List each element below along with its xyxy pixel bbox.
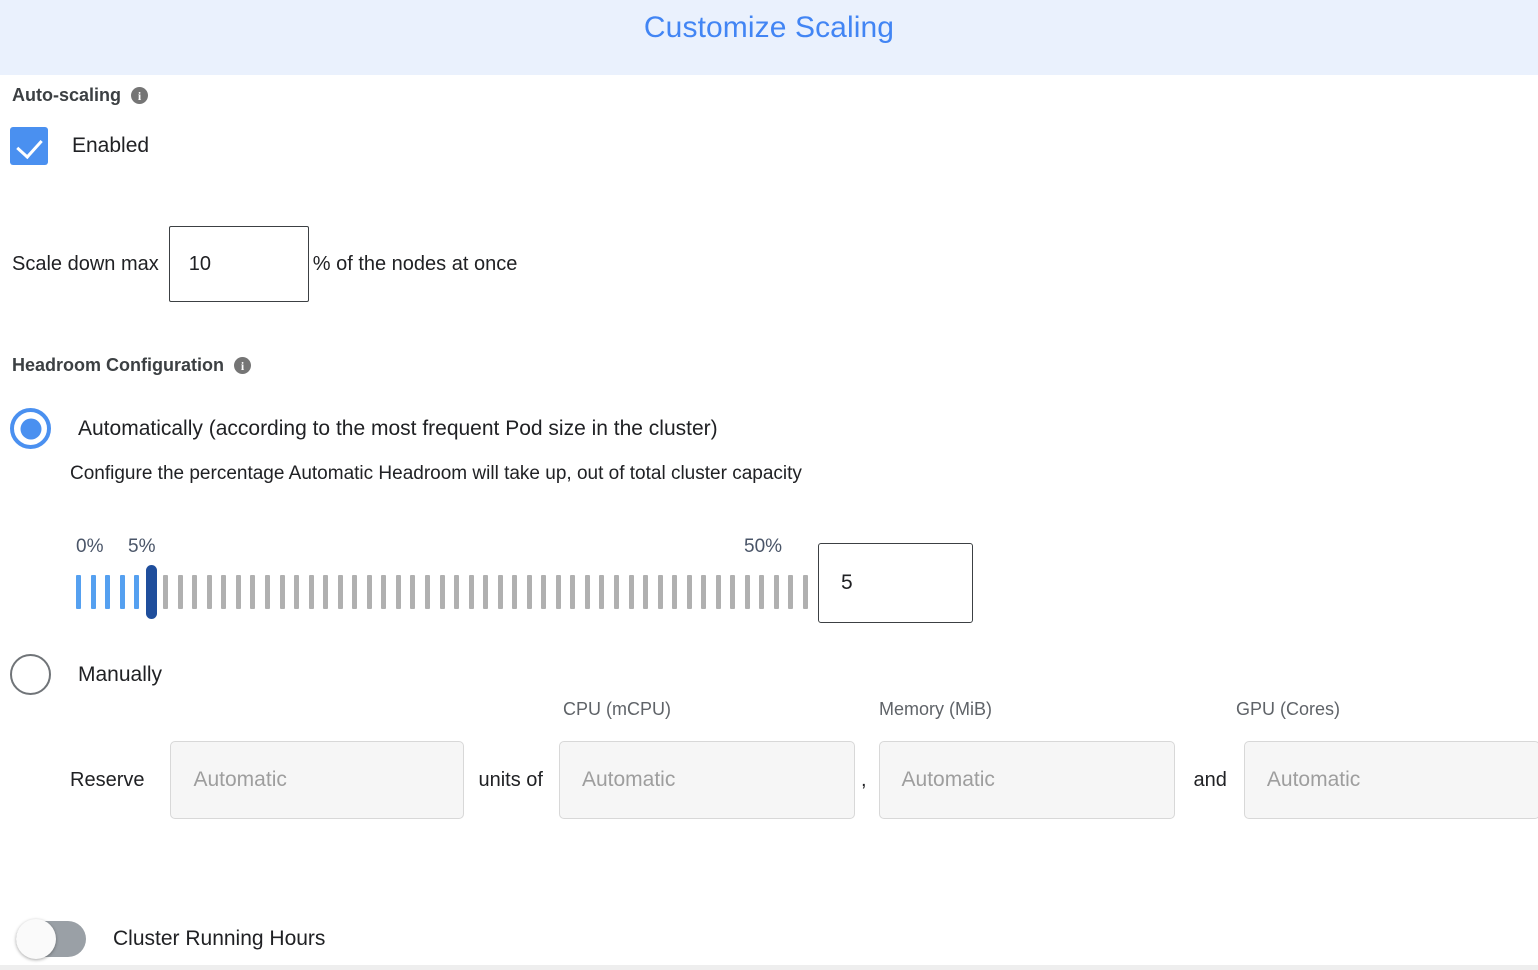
slider-tick[interactable] xyxy=(759,575,765,609)
cluster-running-hours-label: Cluster Running Hours xyxy=(113,927,326,950)
slider-tick[interactable] xyxy=(134,575,140,609)
slider-tick[interactable] xyxy=(672,575,678,609)
slider-tick[interactable] xyxy=(483,575,489,609)
slider-tick[interactable] xyxy=(221,575,227,609)
slider-tick[interactable] xyxy=(570,575,576,609)
slider-tick[interactable] xyxy=(439,575,445,609)
slider-tick[interactable] xyxy=(206,575,212,609)
comma-separator: , xyxy=(860,768,867,791)
info-icon[interactable]: i xyxy=(234,357,251,374)
enabled-checkbox[interactable] xyxy=(10,127,48,165)
slider-thumb[interactable] xyxy=(145,565,157,619)
slider-tick[interactable] xyxy=(163,575,169,609)
auto-scaling-enabled-row[interactable]: Enabled xyxy=(10,127,149,165)
slider-tick[interactable] xyxy=(803,575,808,609)
slider-tick[interactable] xyxy=(308,575,314,609)
reserve-units-input[interactable]: Automatic xyxy=(170,741,465,819)
slider-tick[interactable] xyxy=(599,575,605,609)
auto-scaling-section-heading: Auto-scaling i xyxy=(12,85,149,106)
slider-tick[interactable] xyxy=(395,575,401,609)
reserve-row: Reserve Automatic units of Automatic , A… xyxy=(70,741,1538,819)
slider-tick[interactable] xyxy=(352,575,358,609)
slider-tick[interactable] xyxy=(105,575,111,609)
slider-tick[interactable] xyxy=(613,575,619,609)
and-separator: and xyxy=(1193,768,1227,791)
slider-tick[interactable] xyxy=(686,575,692,609)
slider-tick[interactable] xyxy=(381,575,387,609)
reserve-memory-input[interactable]: Automatic xyxy=(878,741,1175,819)
slider-max-label: 50% xyxy=(744,536,783,557)
slider-tick[interactable] xyxy=(512,575,518,609)
slider-tick[interactable] xyxy=(454,575,460,609)
slider-tick[interactable] xyxy=(468,575,474,609)
auto-scaling-heading-label: Auto-scaling xyxy=(12,85,122,105)
slider-tick[interactable] xyxy=(250,575,256,609)
page-title: Customize Scaling xyxy=(643,11,895,44)
radio-automatic-label: Automatically (according to the most fre… xyxy=(78,416,718,440)
slider-tick[interactable] xyxy=(323,575,329,609)
slider-tick[interactable] xyxy=(366,575,372,609)
headroom-heading-label: Headroom Configuration xyxy=(12,355,224,375)
headroom-automatic-description: Configure the percentage Automatic Headr… xyxy=(70,463,802,484)
radio-automatic[interactable] xyxy=(10,408,51,449)
cluster-running-hours-row[interactable]: Cluster Running Hours xyxy=(16,919,326,959)
slider-tick[interactable] xyxy=(788,575,794,609)
scale-down-max-input[interactable]: 10 xyxy=(168,226,309,302)
scale-down-max-row: Scale down max 10 % of the nodes at once xyxy=(12,226,517,302)
slider-tick[interactable] xyxy=(643,575,649,609)
slider-track[interactable] xyxy=(76,565,808,619)
reserve-gpu-input[interactable]: Automatic xyxy=(1243,741,1538,819)
slider-tick[interactable] xyxy=(715,575,721,609)
slider-tick[interactable] xyxy=(177,575,183,609)
slider-scale-labels: 0% 5% 50% xyxy=(76,536,808,562)
headroom-percentage-input[interactable]: 5 xyxy=(818,543,973,623)
slider-tick[interactable] xyxy=(584,575,590,609)
slider-tick[interactable] xyxy=(265,575,271,609)
radio-manually-label: Manually xyxy=(78,662,163,686)
slider-tick[interactable] xyxy=(730,575,736,609)
slider-tick[interactable] xyxy=(526,575,532,609)
reserve-cpu-input[interactable]: Automatic xyxy=(558,741,855,819)
column-header-memory: Memory (MiB) xyxy=(879,699,992,719)
slider-tick[interactable] xyxy=(773,575,779,609)
headroom-option-automatic[interactable]: Automatically (according to the most fre… xyxy=(10,408,718,449)
slider-tick[interactable] xyxy=(90,575,96,609)
headroom-percentage-slider[interactable]: 0% 5% 50% xyxy=(76,536,808,626)
reserve-label: Reserve xyxy=(70,768,145,791)
slider-min-label: 0% xyxy=(76,536,104,557)
slider-tick[interactable] xyxy=(119,575,125,609)
slider-tick[interactable] xyxy=(744,575,750,609)
slider-current-label: 5% xyxy=(128,536,156,557)
dialog-header: Customize Scaling xyxy=(0,0,1538,75)
slider-tick[interactable] xyxy=(541,575,547,609)
toggle-knob xyxy=(16,919,56,959)
scale-down-max-suffix: % of the nodes at once xyxy=(312,252,518,275)
slider-tick[interactable] xyxy=(424,575,430,609)
column-header-cpu: CPU (mCPU) xyxy=(563,699,671,719)
cluster-running-hours-toggle[interactable] xyxy=(16,919,86,959)
headroom-option-manual[interactable]: Manually xyxy=(10,654,162,695)
slider-tick[interactable] xyxy=(497,575,503,609)
slider-tick[interactable] xyxy=(337,575,343,609)
slider-tick[interactable] xyxy=(701,575,707,609)
slider-tick[interactable] xyxy=(555,575,561,609)
slider-tick[interactable] xyxy=(628,575,634,609)
slider-tick[interactable] xyxy=(76,575,81,609)
radio-manually[interactable] xyxy=(10,654,51,695)
bottom-divider xyxy=(0,965,1538,970)
slider-tick[interactable] xyxy=(294,575,300,609)
slider-tick[interactable] xyxy=(235,575,241,609)
headroom-section-heading: Headroom Configuration i xyxy=(12,355,251,376)
slider-tick[interactable] xyxy=(279,575,285,609)
slider-tick[interactable] xyxy=(657,575,663,609)
scale-down-max-label: Scale down max xyxy=(12,252,159,275)
slider-tick[interactable] xyxy=(192,575,198,609)
column-header-gpu: GPU (Cores) xyxy=(1236,699,1341,719)
enabled-checkbox-label: Enabled xyxy=(72,134,150,157)
units-of-label: units of xyxy=(478,768,543,791)
info-icon[interactable]: i xyxy=(131,87,149,104)
slider-tick[interactable] xyxy=(410,575,416,609)
